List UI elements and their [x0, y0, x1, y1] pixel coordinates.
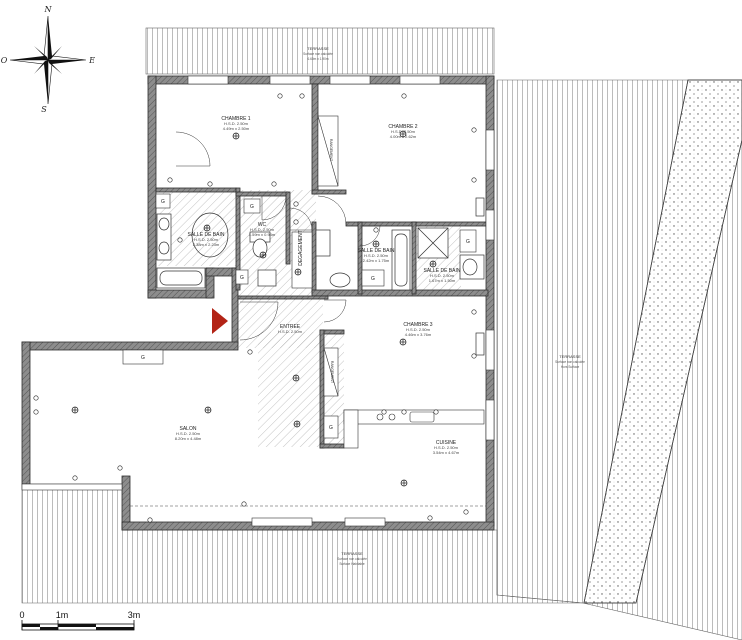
- label-salon-dims: 8.20m x 4.48m: [175, 436, 202, 441]
- walls: [21, 75, 495, 531]
- terrace-right-dims: Hors Surface: [561, 365, 580, 369]
- label-ch2-hsd: H.S.D. 2.50m: [391, 129, 416, 134]
- label-salon-name: SALON: [180, 426, 197, 432]
- scale-one: 1m: [56, 610, 69, 620]
- compass-south: S: [41, 105, 47, 114]
- label-sdb3-dims: 1.67m x 1.50m: [429, 278, 456, 283]
- g-label-bath2: G: [371, 276, 375, 282]
- compass-north: N: [44, 5, 53, 14]
- terrace-top-detail: Surface non calculée: [303, 52, 333, 56]
- scale-three: 3m: [128, 610, 141, 620]
- label-entree-hsd: H.S.D. 2.50m: [278, 329, 303, 334]
- label-rangement-2: RANGEMENT: [330, 361, 334, 384]
- socket-points: [33, 93, 477, 523]
- label-ch3-name: CHAMBRE 3: [403, 322, 432, 328]
- terrace-bottom-detail: Surface non calculée: [337, 557, 367, 561]
- terrace-top-name: TERRASSE: [307, 46, 329, 51]
- label-entree-name: ENTREE: [280, 324, 301, 330]
- label-sdb2-dims: 2.42m x 1.75m: [363, 258, 390, 263]
- g-label-corridor: G: [240, 275, 244, 281]
- compass-rose-icon: N S E O: [1, 5, 95, 114]
- terrace-bottom-name: TERRASSE: [341, 551, 363, 556]
- label-ch1-hsd: H.S.D. 2.50m: [224, 121, 249, 126]
- terrace-right-detail: Surface non calculée: [555, 360, 585, 364]
- terrace-bottom-dims: Surface Habitable: [339, 562, 365, 566]
- g-label-bath3: G: [466, 239, 470, 245]
- scale-bar: 0 1m 3m: [19, 610, 141, 631]
- terrace-right: [496, 79, 742, 640]
- fixtures: [156, 197, 485, 356]
- label-sdb3-hsd: H.S.D. 2.50m: [430, 273, 455, 278]
- label-ch3-dims: 4.46m x 3.76m: [405, 332, 432, 337]
- label-wc-hsd: H.S.D. 2.50m: [250, 227, 275, 232]
- label-sdb2-hsd: H.S.D. 2.50m: [364, 253, 389, 258]
- label-wc-name: WC: [258, 222, 267, 228]
- label-cuisine-dims: 3.54m x 4.67m: [433, 450, 460, 455]
- light-points: [71, 130, 437, 487]
- label-sdb2-name: SALLE DE BAIN: [358, 248, 395, 254]
- label-sdb1-name: SALLE DE BAIN: [188, 232, 225, 238]
- label-ch2-name: CHAMBRE 2: [388, 124, 417, 130]
- label-ch1-name: CHAMBRE 1: [221, 116, 250, 122]
- label-sdb1-dims: 2.38m x 2.23m: [193, 242, 220, 247]
- label-rangement-1: RANGEMENT: [329, 139, 333, 162]
- g-label-salon: G: [141, 355, 145, 361]
- terrace-top-dims: 6.60m x 1.90m: [307, 57, 328, 61]
- kitchen-counter: [343, 409, 485, 449]
- compass-east: E: [88, 56, 95, 65]
- label-salon-hsd: H.S.D. 2.50m: [176, 431, 201, 436]
- label-sdb3-name: SALLE DE BAIN: [424, 268, 461, 274]
- scale-zero: 0: [19, 610, 24, 620]
- compass-west: O: [1, 56, 8, 65]
- g-label-bath1: G: [161, 199, 165, 205]
- label-cuisine-hsd: H.S.D. 2.50m: [434, 445, 459, 450]
- label-sdb1-hsd: H.S.D. 2.50m: [194, 237, 219, 242]
- label-ch1-dims: 4.49m x 2.50m: [223, 126, 250, 131]
- label-wc-dims: 1.59m x 0.94m: [249, 232, 276, 237]
- room-labels: CHAMBRE 1 H.S.D. 2.50m 4.49m x 2.50m CHA…: [175, 116, 461, 455]
- g-label-kitchen: G: [329, 425, 333, 431]
- door-swings: [175, 131, 381, 341]
- closets: [291, 115, 339, 397]
- terrace-labels: TERRASSE Surface non calculée 6.60m x 1.…: [303, 46, 585, 566]
- label-cuisine-name: CUISINE: [436, 440, 457, 446]
- terrace-top: [145, 27, 495, 75]
- label-ch2-dims: 4.00m x 2.62m: [390, 134, 417, 139]
- terrace-right-name: TERRASSE: [559, 354, 581, 359]
- label-ch3-hsd: H.S.D. 2.50m: [406, 327, 431, 332]
- windows: [21, 75, 495, 527]
- entrance-arrow: [212, 308, 228, 334]
- g-markers: [122, 193, 477, 439]
- label-deg-name: DEGAGEMENT: [298, 230, 304, 266]
- g-label-wc: G: [250, 204, 254, 210]
